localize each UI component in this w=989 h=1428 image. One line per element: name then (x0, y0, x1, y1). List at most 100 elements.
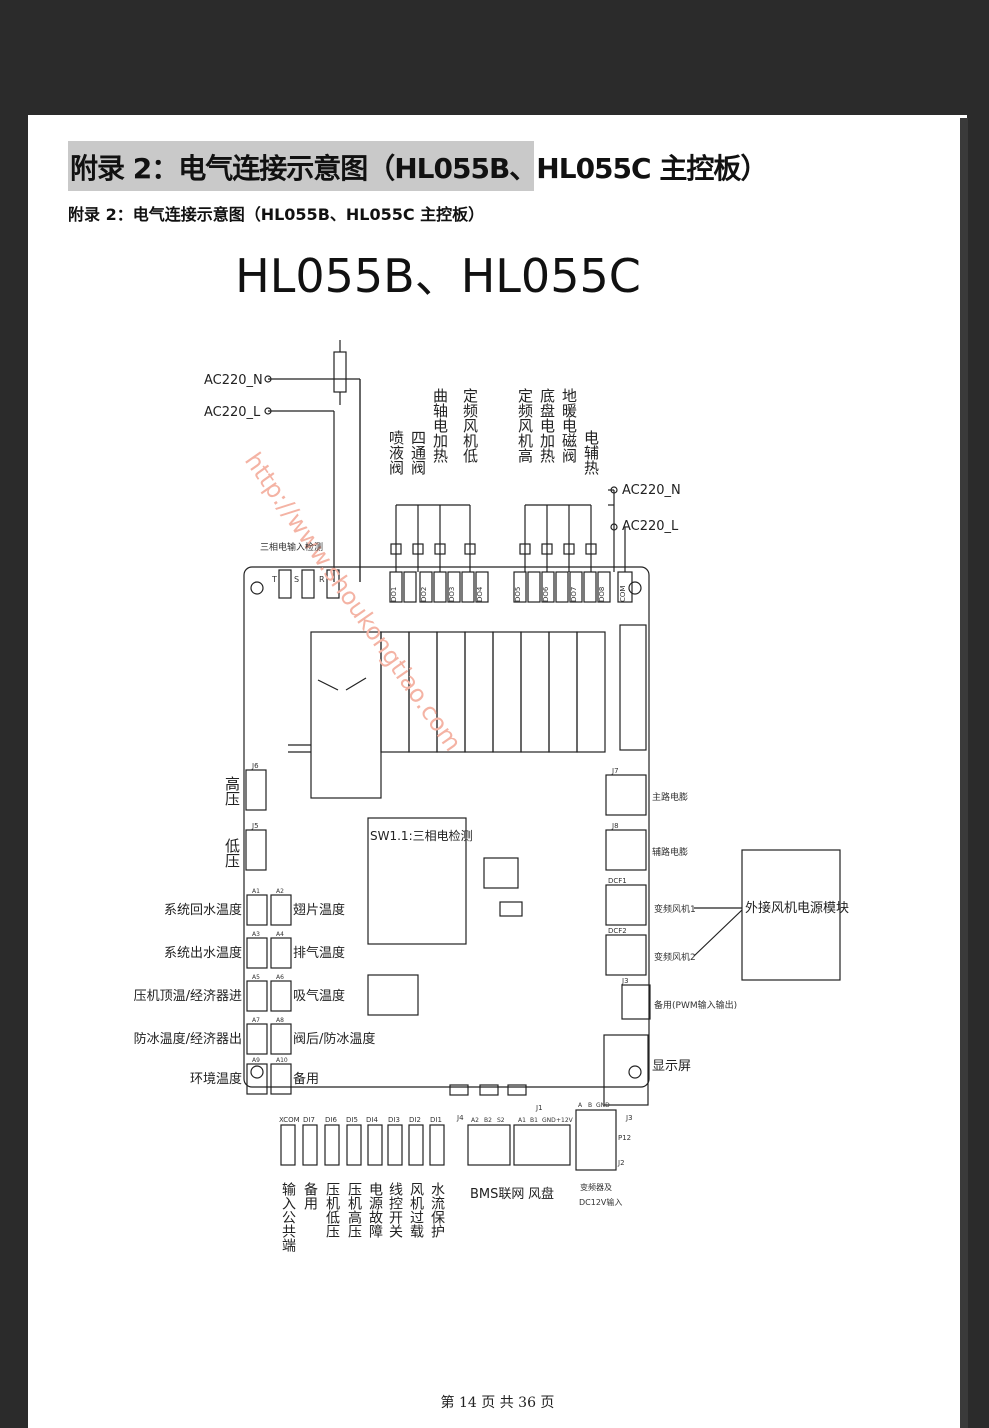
watermark: http://www.shoukongtiao.com (239, 447, 467, 756)
port-j3-label: 备用(PWM输入输出) (654, 999, 737, 1011)
bottom-input-label-2: 备用 (302, 1181, 318, 1211)
bms-pin-a2: A2 (471, 1117, 479, 1124)
fan-label: 风盘 (528, 1186, 554, 1202)
inverter-pin-a: A (578, 1102, 583, 1109)
page-edge-shadow (960, 118, 968, 1428)
bottom-input-label-8: 水流保护 (429, 1182, 445, 1239)
bottom-terminal-di6: DI6 (325, 1116, 337, 1124)
right-sensor-4: 阀后/防冰温度 (293, 1031, 375, 1047)
fan-pin-a1: A1 (518, 1117, 526, 1124)
port-j3-id: J3 (621, 977, 629, 985)
bottom-terminal-di3: DI3 (388, 1116, 400, 1124)
j6-label: J6 (251, 762, 259, 770)
right-sensor-3: 吸气温度 (293, 988, 345, 1004)
bottom-input-label-6: 线控开关 (387, 1182, 403, 1238)
terminal-do4: DO4 (476, 586, 484, 602)
page-subheading: 附录 2：电气连接示意图（HL055B、HL055C 主控板） (68, 205, 485, 224)
main-board (243, 566, 650, 1088)
output-label-1: 喷液阀 (387, 430, 405, 476)
left-sensor-1: 系统回水温度 (164, 902, 242, 918)
inverter-p12: P12 (618, 1134, 631, 1142)
inverter-pin-gnd: GND (596, 1102, 610, 1109)
inverter-label-1: 变频器及 (580, 1182, 612, 1192)
external-module-label: 外接风机电源模块 (745, 900, 849, 916)
inverter-label-2: DC12V输入 (579, 1197, 622, 1207)
bms-id: J4 (456, 1114, 464, 1122)
port-dcf2-label: 变频风机2 (654, 951, 696, 963)
left-sensor-2: 系统出水温度 (164, 945, 242, 961)
terminal-do5: DO5 (514, 587, 522, 602)
bottom-input-label-5: 电源故障 (367, 1182, 383, 1238)
fan-pin-gnd: GND (542, 1117, 556, 1124)
sensor-id-a9: A9 (252, 1057, 260, 1064)
terminal-do7: DO7 (570, 587, 578, 602)
sensor-id-a2: A2 (276, 888, 284, 895)
ac-in-l-label: AC220_L (204, 405, 261, 420)
bottom-terminal-di2: DI2 (409, 1116, 421, 1124)
output-label-5: 定频风机高 (516, 388, 534, 463)
sensor-id-a6: A6 (276, 974, 284, 981)
port-dcf1-id: DCF1 (608, 877, 627, 885)
right-sensor-2: 排气温度 (293, 945, 345, 961)
port-dcf1-label: 变频风机1 (654, 903, 696, 915)
port-dcf2-id: DCF2 (608, 927, 627, 935)
fan-id: J1 (535, 1104, 543, 1112)
bottom-terminal-di7: DI7 (303, 1116, 315, 1124)
output-label-4: 定频风机低 (461, 388, 479, 464)
ac-out-n-label: AC220_N (622, 483, 681, 498)
phase-t: T (271, 575, 277, 584)
output-label-6: 底盘电加热 (538, 388, 556, 463)
heading-banner: 附录 2：电气连接示意图（HL055B、HL055C 主控板） (68, 141, 768, 191)
left-sensor-5: 环境温度 (190, 1071, 242, 1087)
document-page: 附录 2：电气连接示意图（HL055B、HL055C 主控板） 附录 2：电气连… (28, 115, 967, 1428)
sensor-id-a1: A1 (252, 888, 260, 895)
bottom-input-label-4: 压机高压 (346, 1182, 362, 1238)
page-footer: 第 14 页 共 36 页 (440, 1395, 555, 1411)
high-pressure-label: 高压 (223, 776, 241, 806)
left-sensor-3: 压机顶温/经济器进 (134, 989, 242, 1004)
right-sensor-5: 备用 (293, 1071, 319, 1087)
bottom-terminal-xcom: XCOM (279, 1116, 300, 1124)
terminal-do6: DO6 (542, 586, 550, 602)
page-heading: 附录 2：电气连接示意图（HL055B、HL055C 主控板） (70, 152, 768, 185)
bms-pin-b2: B2 (484, 1117, 492, 1124)
fan-pin-b1: B1 (530, 1117, 538, 1124)
inverter-j3: J3 (625, 1114, 633, 1122)
bottom-input-label-1: 输入公共端 (280, 1182, 296, 1252)
output-label-2: 四通阀 (409, 430, 427, 476)
bottom-terminal-di4: DI4 (366, 1116, 378, 1124)
sensor-id-a8: A8 (276, 1017, 284, 1024)
inverter-pin-b: B (588, 1102, 592, 1109)
port-j7-label: 主路电膨 (652, 791, 688, 803)
sensor-id-a7: A7 (252, 1017, 260, 1024)
port-j8-id: J8 (611, 822, 619, 830)
bms-label: BMS联网 (470, 1187, 524, 1202)
terminal-do2: DO2 (420, 587, 428, 602)
bms-pin-s2: S2 (497, 1117, 505, 1124)
output-label-8: 电辅热 (582, 430, 600, 475)
display-label: 显示屏 (652, 1059, 691, 1074)
terminal-do3: DO3 (448, 587, 456, 602)
phase-s: S (294, 575, 299, 584)
port-j8-label: 辅路电膨 (652, 846, 688, 858)
wiring-diagram: http://www.shoukongtiao.com HL055B、HL055… (134, 249, 849, 1252)
output-label-3: 曲轴电加热 (431, 388, 449, 463)
ac-out-l-label: AC220_L (622, 519, 679, 534)
terminal-do1: DO1 (390, 587, 398, 602)
terminal-com: COM (619, 586, 627, 602)
bottom-input-label-3: 压机低压 (324, 1182, 340, 1238)
bottom-terminal-di5: DI5 (346, 1116, 358, 1124)
bottom-input-label-7: 风机过载 (408, 1182, 424, 1239)
sensor-id-a4: A4 (276, 931, 284, 938)
terminal-do8: DO8 (598, 587, 606, 602)
sensor-id-a3: A3 (252, 931, 260, 938)
three-phase-input-label: 三相电输入检测 (260, 541, 323, 553)
port-j7-id: J7 (611, 767, 619, 775)
sensor-id-a10: A10 (276, 1057, 288, 1064)
diagram-title: HL055B、HL055C (235, 249, 641, 303)
fan-pin-12v: +12V (556, 1117, 574, 1124)
right-sensor-1: 翅片温度 (293, 902, 345, 918)
phase-r: R (319, 575, 325, 584)
sensor-id-a5: A5 (252, 974, 260, 981)
left-sensor-4: 防冰温度/经济器出 (134, 1031, 242, 1047)
